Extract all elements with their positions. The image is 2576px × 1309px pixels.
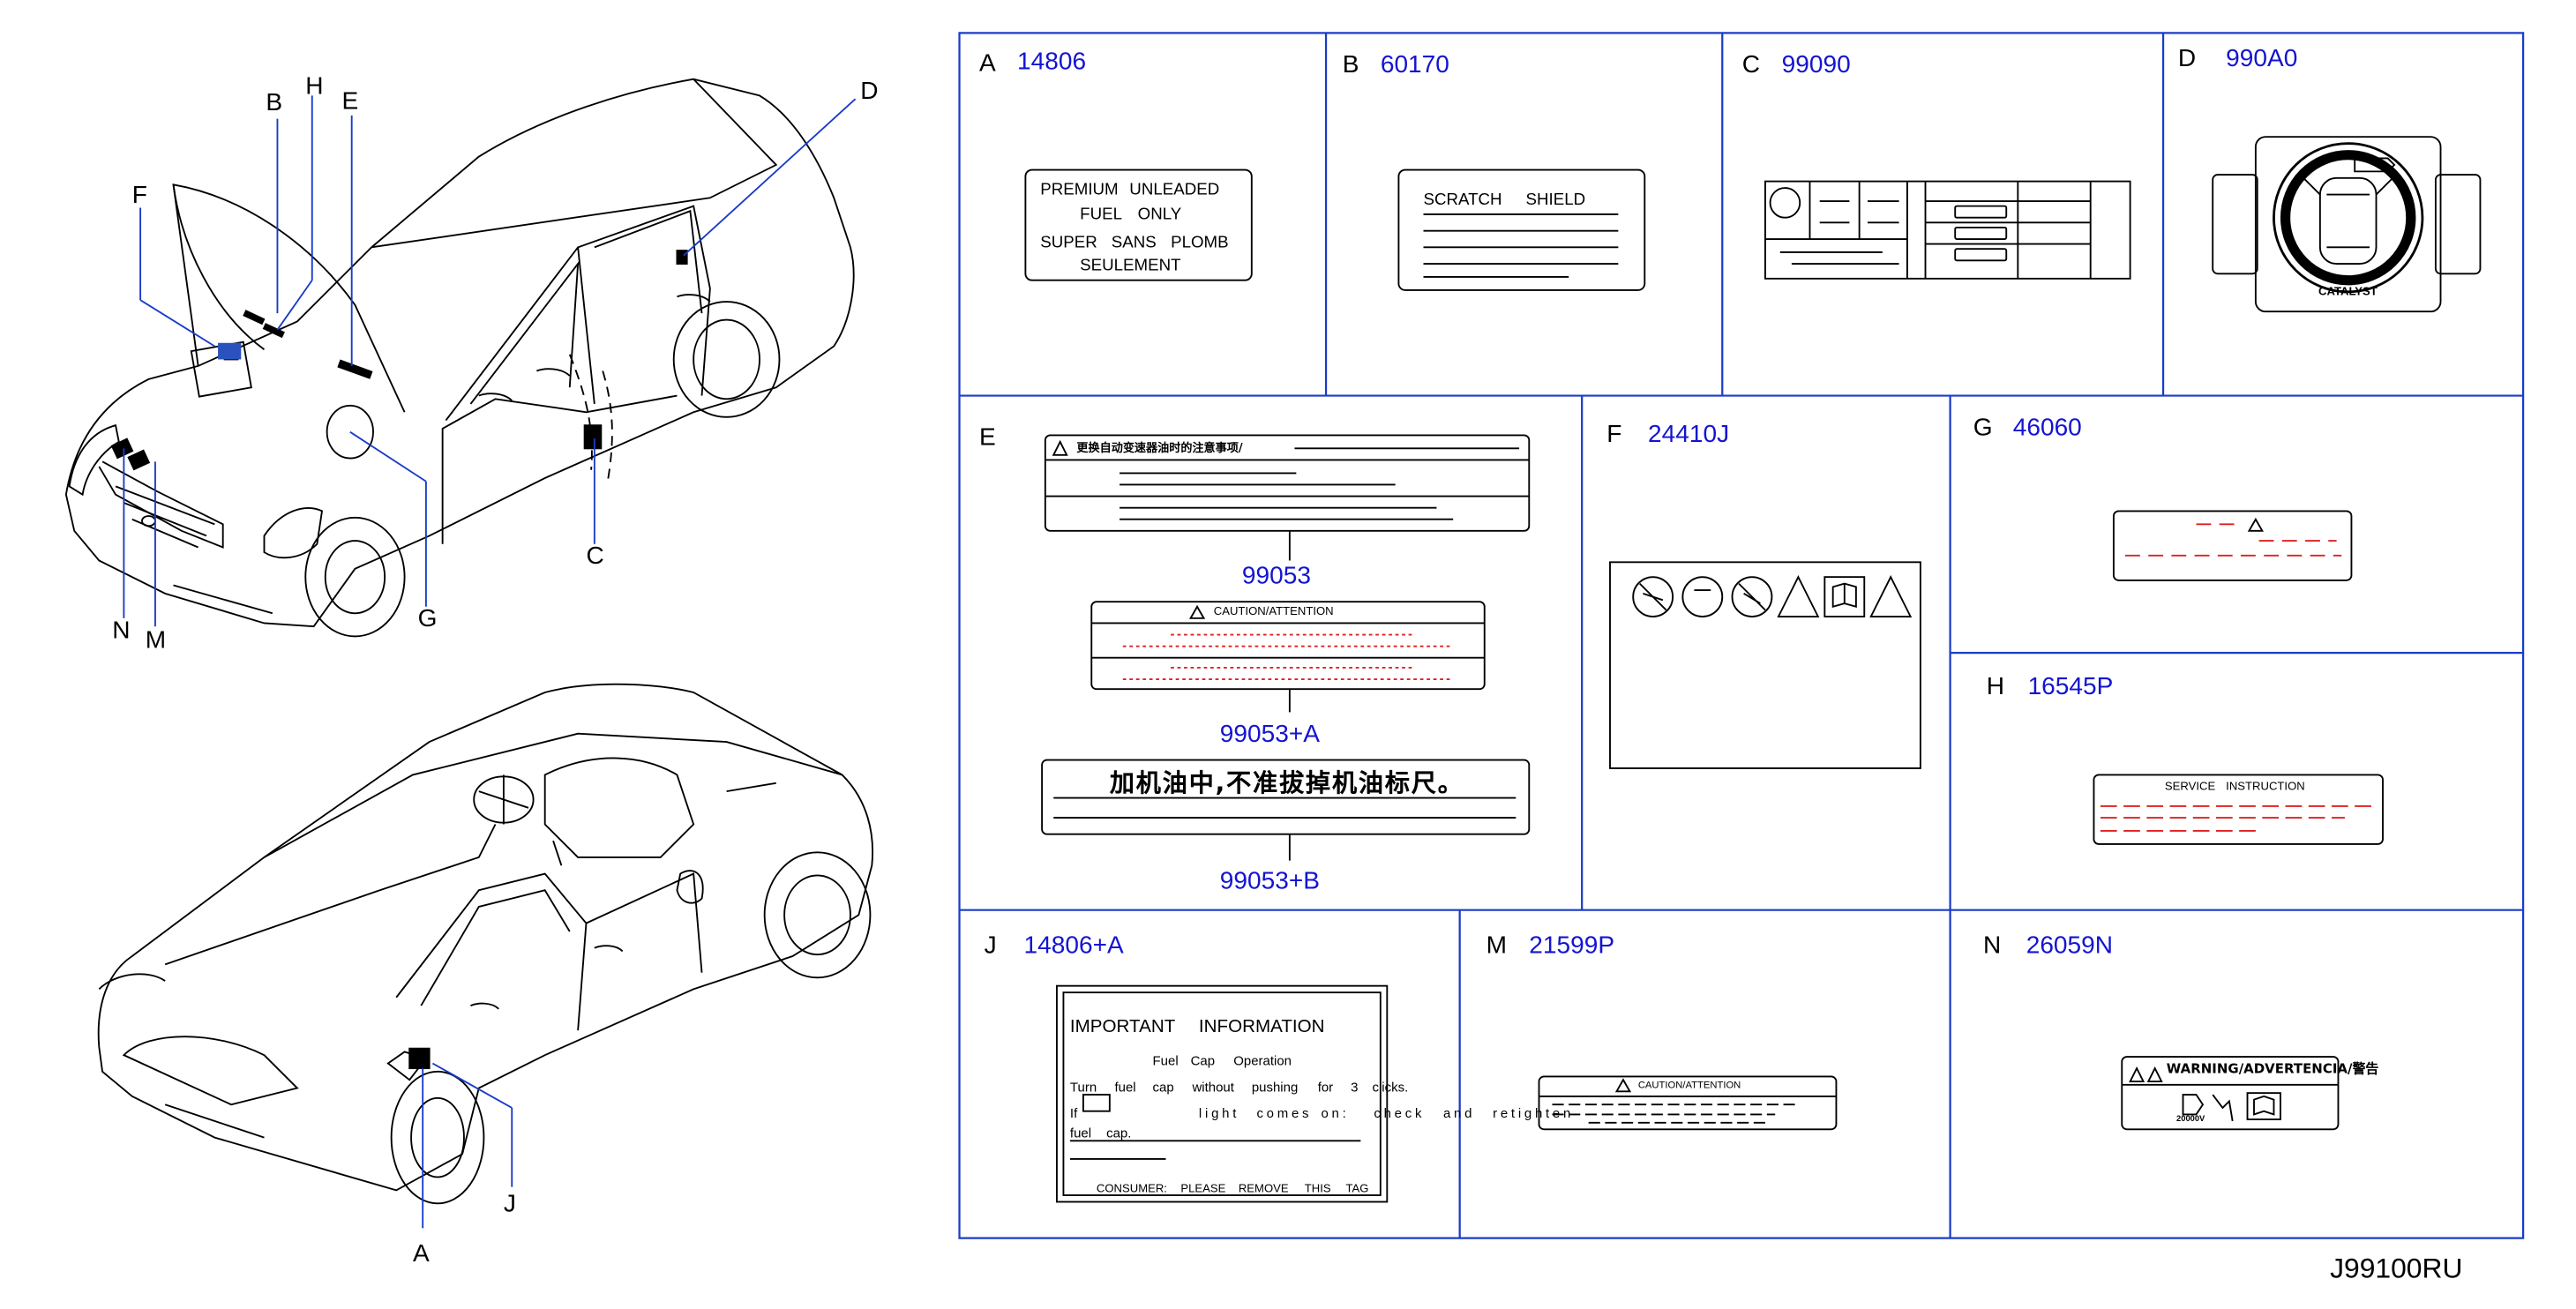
callout-j: J (503, 1190, 516, 1219)
cell-c-part-number[interactable]: 99090 (1781, 50, 1851, 79)
cell-m-letter: M (1486, 931, 1508, 960)
cell-b-part-number[interactable]: 60170 (1380, 50, 1449, 79)
bottom-car-drawing (97, 683, 873, 1205)
callout-d: D (860, 77, 879, 106)
cell-j-part-number[interactable]: 14806+A (1023, 931, 1124, 960)
top-car-label-marks (110, 250, 688, 471)
cell-h-label-drawing (2093, 774, 2384, 845)
cell-j-label-drawing (1056, 984, 1389, 1203)
cell-j-letter: J (984, 931, 997, 960)
cell-m-label-drawing (1538, 1075, 1838, 1131)
top-car-drawing (64, 78, 855, 638)
label-e-caution: CAUTION/ATTENTION (1213, 606, 1334, 618)
cell-e-label-drawings (1041, 434, 1531, 861)
cell-f-pictogram-drawing (1609, 561, 1921, 769)
callout-c: C (586, 542, 604, 571)
cell-n-label-drawing (2121, 1056, 2340, 1131)
cell-d-catalyst-drawing (2212, 136, 2482, 313)
callout-b: B (266, 88, 283, 117)
callout-a: A (412, 1239, 430, 1268)
label-n-warning: WARNING/ADVERTENCIA/警告 (2166, 1061, 2379, 1077)
cell-g-letter: G (1973, 414, 1993, 442)
cell-c-letter: C (1741, 50, 1761, 79)
cell-b-letter: B (1342, 50, 1359, 79)
callout-g: G (417, 604, 438, 633)
label-m-caution: CAUTION/ATTENTION (1637, 1081, 1741, 1092)
bottom-car-leaders (422, 1062, 513, 1229)
cell-g-part-number[interactable]: 46060 (2012, 414, 2082, 442)
callout-h: H (305, 72, 324, 101)
cell-e-part-number-3[interactable]: 99053+B (1219, 867, 1321, 895)
cell-f-letter: F (1606, 420, 1622, 449)
cell-d-letter: D (2177, 44, 2197, 73)
bottom-car-label-marks (408, 1047, 431, 1070)
cell-f-part-number[interactable]: 24410J (1648, 420, 1730, 449)
diagram-reference: J99100RU (2330, 1253, 2463, 1284)
cell-h-letter: H (1986, 672, 2005, 701)
callout-n: N (112, 617, 131, 645)
cell-e-letter: E (978, 423, 996, 453)
label-e-header-cn: 更换自动变速器油时的注意事项/ (1076, 441, 1243, 455)
cell-m-part-number[interactable]: 21599P (1529, 931, 1615, 960)
cell-d-part-number[interactable]: 990A0 (2226, 44, 2298, 73)
cell-h-part-number[interactable]: 16545P (2027, 672, 2114, 701)
callout-m: M (145, 626, 167, 654)
cell-e-part-number-1[interactable]: 99053 (1241, 562, 1311, 591)
cell-c-label-drawing (1764, 180, 2131, 280)
cell-n-letter: N (1983, 931, 2002, 960)
label-grid (958, 32, 2525, 1239)
label-d-catalyst-text: CATALYST (2318, 287, 2378, 299)
cell-e-part-number-2[interactable]: 99053+A (1219, 720, 1321, 749)
callout-f: F (131, 181, 147, 210)
label-e-cn-text: 加机油中,不准拔掉机油标尺。 (1109, 767, 1464, 798)
top-car-leaders (123, 95, 857, 627)
cell-g-label-drawing (2112, 510, 2353, 581)
cell-n-part-number[interactable]: 26059N (2026, 931, 2114, 960)
cell-a-letter: A (978, 49, 996, 78)
label-n-voltage: 20000V (2176, 1114, 2205, 1125)
callout-e: E (341, 87, 359, 116)
cell-a-part-number[interactable]: 14806 (1017, 48, 1087, 76)
